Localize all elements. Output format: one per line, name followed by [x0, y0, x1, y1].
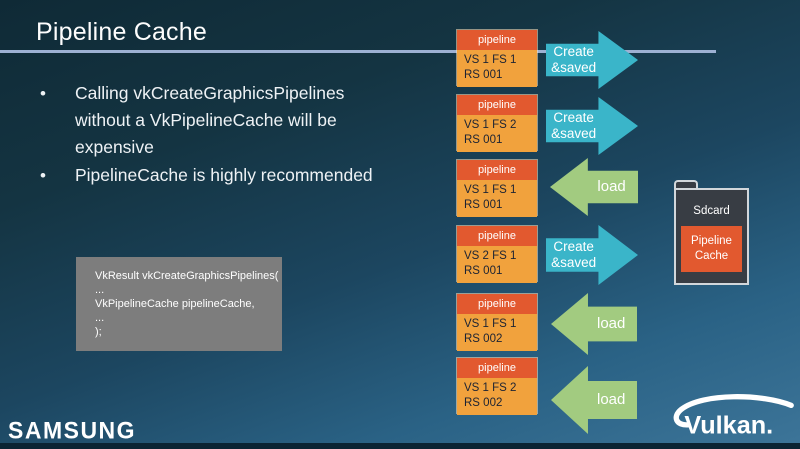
- pipeline-box-header: pipeline: [457, 226, 537, 246]
- pipeline-box-1: pipeline VS 1 FS 1 RS 001: [456, 29, 538, 87]
- pipeline-box-header: pipeline: [457, 95, 537, 115]
- arrow-label: Create &saved: [546, 31, 601, 89]
- arrow-label: Create &saved: [546, 225, 601, 285]
- create-saved-arrow-2: Create &saved: [546, 97, 638, 155]
- pipeline-state: RS 001: [464, 199, 503, 211]
- arrow-label: Create &saved: [546, 97, 601, 155]
- arrow-label-line: &saved: [551, 255, 597, 270]
- pipeline-state: RS 001: [464, 265, 503, 277]
- vulkan-swoosh-icon: [673, 394, 794, 428]
- pipeline-shaders: VS 1 FS 1: [464, 54, 517, 66]
- arrow-label: load: [585, 158, 638, 216]
- vulkan-logo: Vulkan.: [673, 394, 794, 440]
- bullet-text: PipelineCache is highly recommended: [75, 165, 373, 185]
- code-line: );: [95, 326, 102, 338]
- arrow-label-line: load: [597, 391, 626, 408]
- pipeline-shaders: VS 1 FS 1: [464, 318, 517, 330]
- pipeline-box-2: pipeline VS 1 FS 2 RS 001: [456, 94, 538, 152]
- arrow-label-line: Create: [553, 110, 594, 125]
- pipeline-box-header: pipeline: [457, 30, 537, 50]
- pipeline-box-body: VS 1 FS 1 RS 001: [457, 50, 537, 87]
- pipeline-box-3: pipeline VS 1 FS 1 RS 001: [456, 159, 538, 217]
- load-arrow-3: load: [551, 366, 637, 434]
- vulkan-wordmark: Vulkan.: [684, 412, 773, 440]
- create-saved-arrow-3: Create &saved: [546, 225, 638, 285]
- load-arrow-1: load: [550, 158, 638, 216]
- folder-body: Sdcard Pipeline Cache: [674, 188, 749, 285]
- pipeline-shaders: VS 1 FS 2: [464, 119, 517, 131]
- bottom-strip: [0, 443, 800, 449]
- bullet-marker: •: [40, 166, 46, 185]
- create-saved-arrow-1: Create &saved: [546, 31, 638, 89]
- arrow-label: load: [585, 366, 637, 434]
- sdcard-folder: Sdcard Pipeline Cache: [674, 180, 749, 285]
- pipeline-shaders: VS 1 FS 2: [464, 382, 517, 394]
- pipeline-box-6: pipeline VS 1 FS 2 RS 002: [456, 357, 538, 415]
- bullet-item: • Calling vkCreateGraphicsPipelines with…: [40, 80, 390, 161]
- pipeline-box-body: VS 1 FS 2 RS 001: [457, 115, 537, 152]
- code-line: ...: [95, 284, 105, 296]
- bullet-list: • Calling vkCreateGraphicsPipelines with…: [40, 80, 390, 190]
- pipeline-shaders: VS 2 FS 1: [464, 250, 517, 262]
- arrow-label: load: [585, 293, 637, 355]
- arrow-label-line: &saved: [551, 126, 597, 141]
- pipeline-box-header: pipeline: [457, 294, 537, 314]
- code-line: ...: [95, 312, 105, 324]
- pipeline-box-header: pipeline: [457, 160, 537, 180]
- pipeline-box-body: VS 1 FS 2 RS 002: [457, 378, 537, 415]
- slide-title: Pipeline Cache: [36, 18, 207, 46]
- arrow-label-line: &saved: [551, 60, 597, 75]
- pipeline-shaders: VS 1 FS 1: [464, 184, 517, 196]
- cache-box-line: Cache: [694, 250, 729, 262]
- pipeline-box-body: VS 1 FS 1 RS 002: [457, 314, 537, 351]
- code-line: VkResult vkCreateGraphicsPipelines(: [95, 270, 279, 282]
- code-line: VkPipelineCache pipelineCache,: [95, 298, 255, 310]
- arrow-label-line: load: [597, 315, 626, 332]
- samsung-logo: SAMSUNG: [8, 416, 137, 444]
- code-snippet-box: VkResult vkCreateGraphicsPipelines( ... …: [76, 257, 282, 351]
- title-divider: [0, 50, 716, 53]
- pipeline-box-header: pipeline: [457, 358, 537, 378]
- pipeline-box-4: pipeline VS 2 FS 1 RS 001: [456, 225, 538, 283]
- bullet-item: • PipelineCache is highly recommended: [40, 162, 390, 189]
- pipeline-state: RS 002: [464, 397, 503, 409]
- storage-label: Sdcard: [693, 205, 730, 217]
- arrow-label-line: load: [597, 178, 626, 195]
- arrow-label-line: Create: [553, 44, 594, 59]
- pipeline-box-body: VS 1 FS 1 RS 001: [457, 180, 537, 217]
- pipeline-state: RS 001: [464, 69, 503, 81]
- bullet-text: Calling vkCreateGraphicsPipelines withou…: [75, 83, 345, 157]
- pipeline-cache-box: Pipeline Cache: [681, 226, 742, 272]
- pipeline-box-body: VS 2 FS 1 RS 001: [457, 246, 537, 283]
- folder-tab-icon: [674, 180, 698, 189]
- cache-box-line: Pipeline: [691, 235, 732, 247]
- pipeline-box-5: pipeline VS 1 FS 1 RS 002: [456, 293, 538, 351]
- pipeline-state: RS 001: [464, 134, 503, 146]
- arrow-label-line: Create: [553, 239, 594, 254]
- load-arrow-2: load: [551, 293, 637, 355]
- pipeline-state: RS 002: [464, 333, 503, 345]
- bullet-marker: •: [40, 84, 46, 103]
